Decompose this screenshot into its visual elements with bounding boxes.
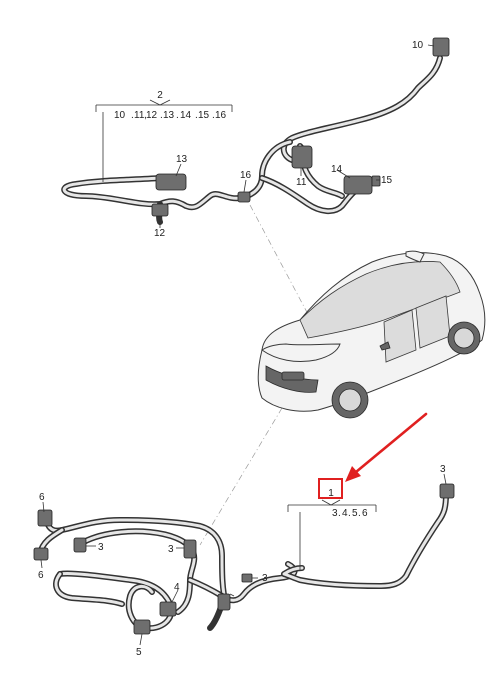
callout-15: 15	[381, 175, 393, 186]
callout-group-2-item: 11	[134, 110, 145, 121]
connector-6-lower	[33, 547, 49, 561]
callout-3-middle: 3	[168, 544, 174, 555]
callout-group-2-item: 10	[114, 110, 126, 121]
guide-line-top	[249, 204, 311, 319]
callout-group-1-separator: .	[338, 508, 341, 519]
connector-6-upper	[37, 509, 53, 527]
connector-5	[133, 619, 151, 635]
callout-group-2-separator: .	[195, 110, 198, 121]
group-2-bracket	[95, 99, 233, 182]
top-leader-lines	[159, 44, 435, 228]
callout-4: 4	[174, 582, 180, 593]
callout-group-2-item: 15	[198, 110, 210, 121]
connector-11	[291, 145, 313, 169]
callout-group-2-separator: .	[212, 110, 215, 121]
callout-group-1-item: 4	[342, 508, 348, 519]
upper-wiring-harness	[61, 37, 450, 225]
callout-group-2-separator: .	[160, 110, 163, 121]
callout-group-2-separator: .	[176, 110, 179, 121]
connector-3-rear	[439, 483, 455, 499]
connector-12	[151, 203, 169, 217]
rear-cable	[281, 483, 455, 589]
connector-3-small	[241, 573, 253, 583]
connector-16	[237, 191, 251, 203]
group-1-bracket	[287, 499, 377, 570]
callout-group-1-item: 3	[332, 508, 338, 519]
callout-group-2-number: 2	[157, 90, 163, 101]
callout-5: 5	[136, 647, 142, 658]
car-illustration	[257, 250, 486, 419]
connector-3-middle	[183, 539, 197, 559]
callout-13: 13	[176, 154, 188, 165]
bottom-leader-lines	[40, 473, 447, 646]
connector-3-lower	[217, 593, 231, 611]
callout-group-2-separator: .	[131, 110, 134, 121]
guide-lines	[199, 204, 311, 546]
highlight-arrow	[354, 412, 428, 474]
highlight-box	[318, 478, 343, 499]
callout-3-small: 3	[262, 573, 268, 584]
callout-group-1-separator: .	[358, 508, 361, 519]
callout-3-left: 3	[98, 542, 104, 553]
callout-6-upper: 6	[39, 492, 45, 503]
connector-13	[155, 173, 187, 191]
callout-group-1-number: 1	[328, 488, 334, 499]
callout-group-2-item: 14	[180, 110, 192, 121]
connector-14	[343, 175, 373, 195]
lower-wiring-harness	[33, 509, 298, 635]
connector-15	[371, 175, 381, 187]
connector-4	[159, 601, 177, 617]
callout-group-1-separator: .	[348, 508, 351, 519]
callout-group-1-item: 6	[362, 508, 368, 519]
callout-6-lower: 6	[38, 570, 44, 581]
callout-16: 16	[240, 170, 252, 181]
highlight-arrowhead	[345, 466, 361, 482]
guide-line-bottom-left	[199, 407, 283, 546]
callout-labels: 2 10 . 11 , 12 . 13 . 14 . 15 . 16 10 13…	[38, 40, 446, 658]
callout-group-2-separator: ,	[144, 110, 147, 121]
callout-group-1-item: 5	[352, 508, 358, 519]
callout-10: 10	[412, 40, 424, 51]
callout-group-2-item: 13	[163, 110, 175, 121]
connector-10	[432, 37, 450, 57]
callout-group-2-item: 12	[146, 110, 158, 121]
callout-11: 11	[296, 177, 307, 188]
connector-3-left	[73, 537, 87, 553]
callout-14: 14	[331, 164, 343, 175]
highlight-marker	[318, 412, 428, 499]
callout-group-2-item: 16	[215, 110, 227, 121]
callout-12: 12	[154, 228, 166, 239]
callout-3-rear: 3	[440, 464, 446, 475]
